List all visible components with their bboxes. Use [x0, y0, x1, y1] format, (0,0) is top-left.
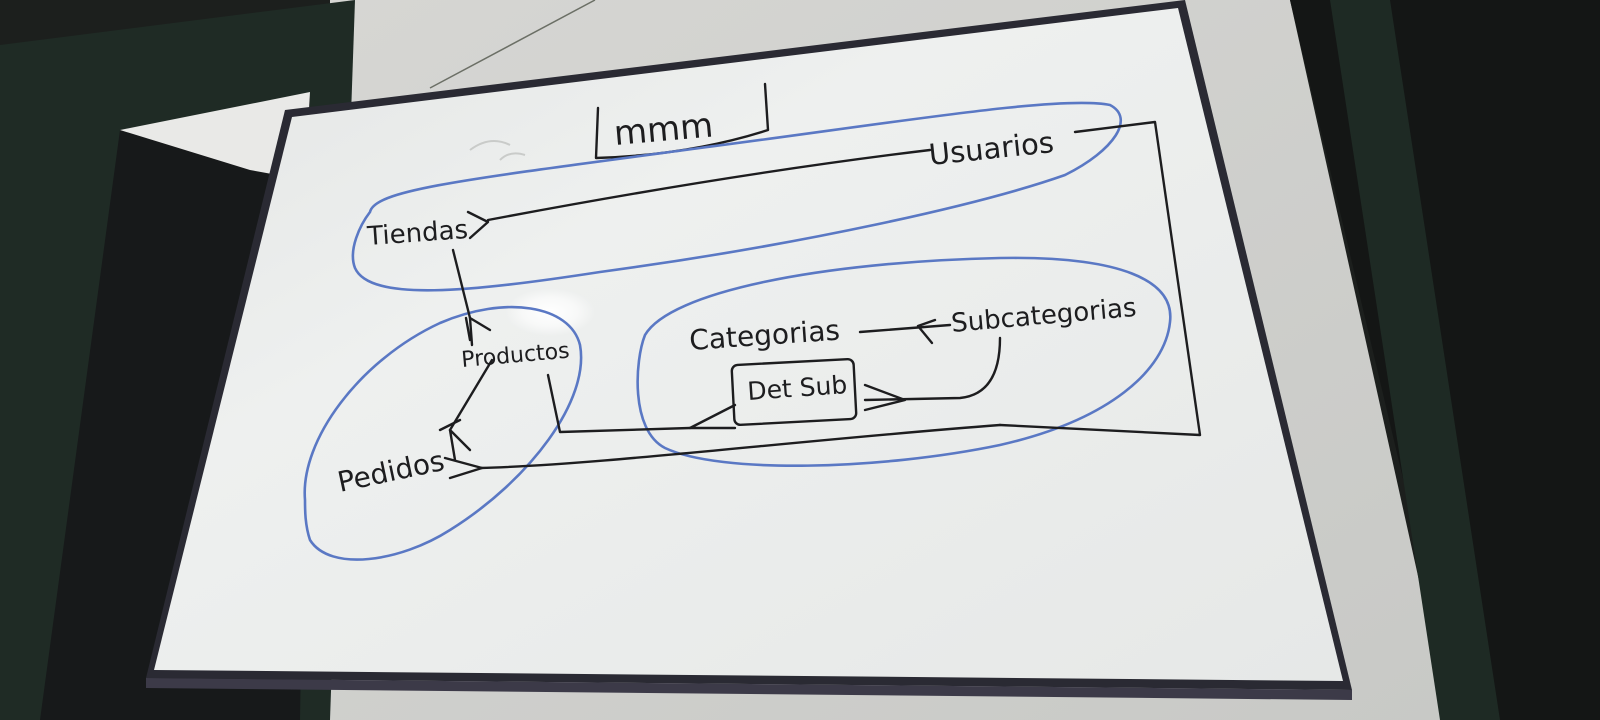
glare-spot [505, 288, 595, 336]
ghost-marks [469, 140, 526, 161]
door-light-panel [120, 92, 310, 180]
line-productos-pedidos [448, 358, 494, 432]
blue-group-categories [636, 256, 1172, 468]
crow-foot-detsub-left [688, 403, 737, 430]
arrow-head-categorias [916, 318, 937, 345]
door-frame-right-edge [1330, 0, 1500, 720]
line-loop-to-pedidos [478, 423, 1002, 470]
line-tiendas-productos [451, 248, 472, 320]
board-tray [146, 678, 1352, 700]
blue-group-users [351, 101, 1122, 292]
crow-foot-productos [464, 316, 492, 347]
hanging-string [429, 0, 596, 89]
line-productos-detsub [546, 373, 692, 434]
title-text: mmm [612, 105, 714, 154]
arrow-head-pedidos [443, 456, 484, 480]
line-subcategorias-categorias [858, 323, 952, 334]
arrow-head-tiendas [466, 210, 490, 240]
line-tiendas-usuarios [486, 148, 932, 222]
crow-foot-pedidos [438, 418, 472, 462]
detsub-box [730, 357, 858, 427]
entity-tiendas: Tiendas [365, 215, 469, 252]
blue-group-orders [303, 305, 583, 561]
entity-det-sub: Det Sub [746, 370, 848, 406]
line-usuarios-right-loop [998, 120, 1202, 437]
line-subcategorias-detsub [863, 336, 1002, 402]
whiteboard-surface [154, 8, 1343, 681]
crow-foot-detsub-right [863, 383, 907, 412]
